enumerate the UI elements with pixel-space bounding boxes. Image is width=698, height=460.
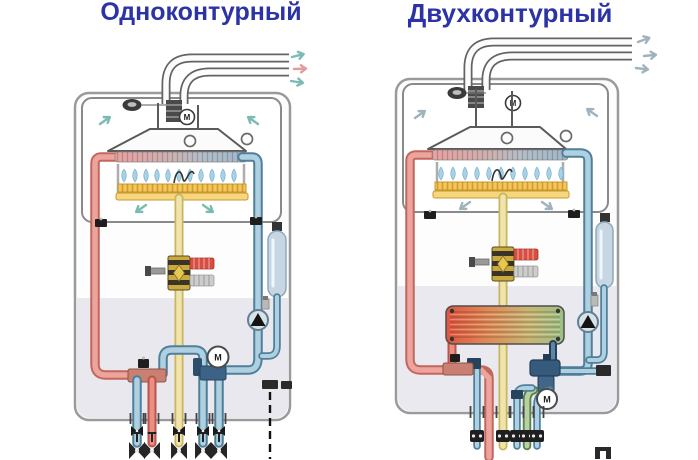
filling-connection [596,365,611,376]
title-single-circuit: Одноконтурный [100,0,302,26]
drain-bracket [595,447,611,459]
ignition-electrode [491,168,513,182]
flow-manifold [442,354,474,376]
circulation-pump [577,311,599,333]
primary-heat-exchanger [431,149,569,161]
auto-air-vent [590,292,599,307]
pressure-gauge-label: M [214,353,222,363]
sight-glass [240,132,254,146]
circulation-pump [247,309,269,331]
safety-drain [262,380,292,459]
expansion-tank [258,222,287,360]
heating-flow-pipe-red [90,152,155,380]
air-pressure-switch [122,99,166,111]
fan-motor-label: M [510,99,517,108]
pressure-gauge: M [536,388,558,410]
pipe-grommets [129,413,227,424]
sight-glass [183,134,197,148]
sight-glass [559,129,573,143]
secondary-plate-heat-exchanger [445,305,565,345]
coaxial-flue [161,53,289,122]
temperature-sensor [95,217,107,227]
ignition-electrode [173,170,195,184]
exhaust-hood [107,103,254,152]
exhaust-hood [427,89,573,150]
flue-exit-arrows [634,33,658,75]
heating-return-pipe-blue [553,148,604,376]
temperature-sensor [568,208,580,218]
flue-exit-arrows [289,49,308,88]
auto-air-vent [261,296,270,310]
expansion-tank [585,213,614,364]
title-double-circuit: Двухконтурный [407,0,613,28]
burner [432,181,570,199]
pressure-gauge-label: M [543,395,551,405]
pipe-grommets [469,406,545,418]
temperature-sensor [424,209,436,219]
double-circuit-boiler: M [394,33,658,460]
fan-motor-label: M [184,113,191,122]
sight-glass [500,131,514,145]
pressure-gauge: M [206,345,230,369]
coaxial-flue [463,37,632,108]
service-valves [470,430,544,442]
fan-motor: M [178,108,196,126]
air-pressure-switch [447,87,486,99]
heating-return-pipe-blue [219,152,263,375]
single-circuit-boiler: M [73,49,308,460]
primary-heat-exchanger [114,151,248,163]
temperature-sensor [250,215,262,225]
